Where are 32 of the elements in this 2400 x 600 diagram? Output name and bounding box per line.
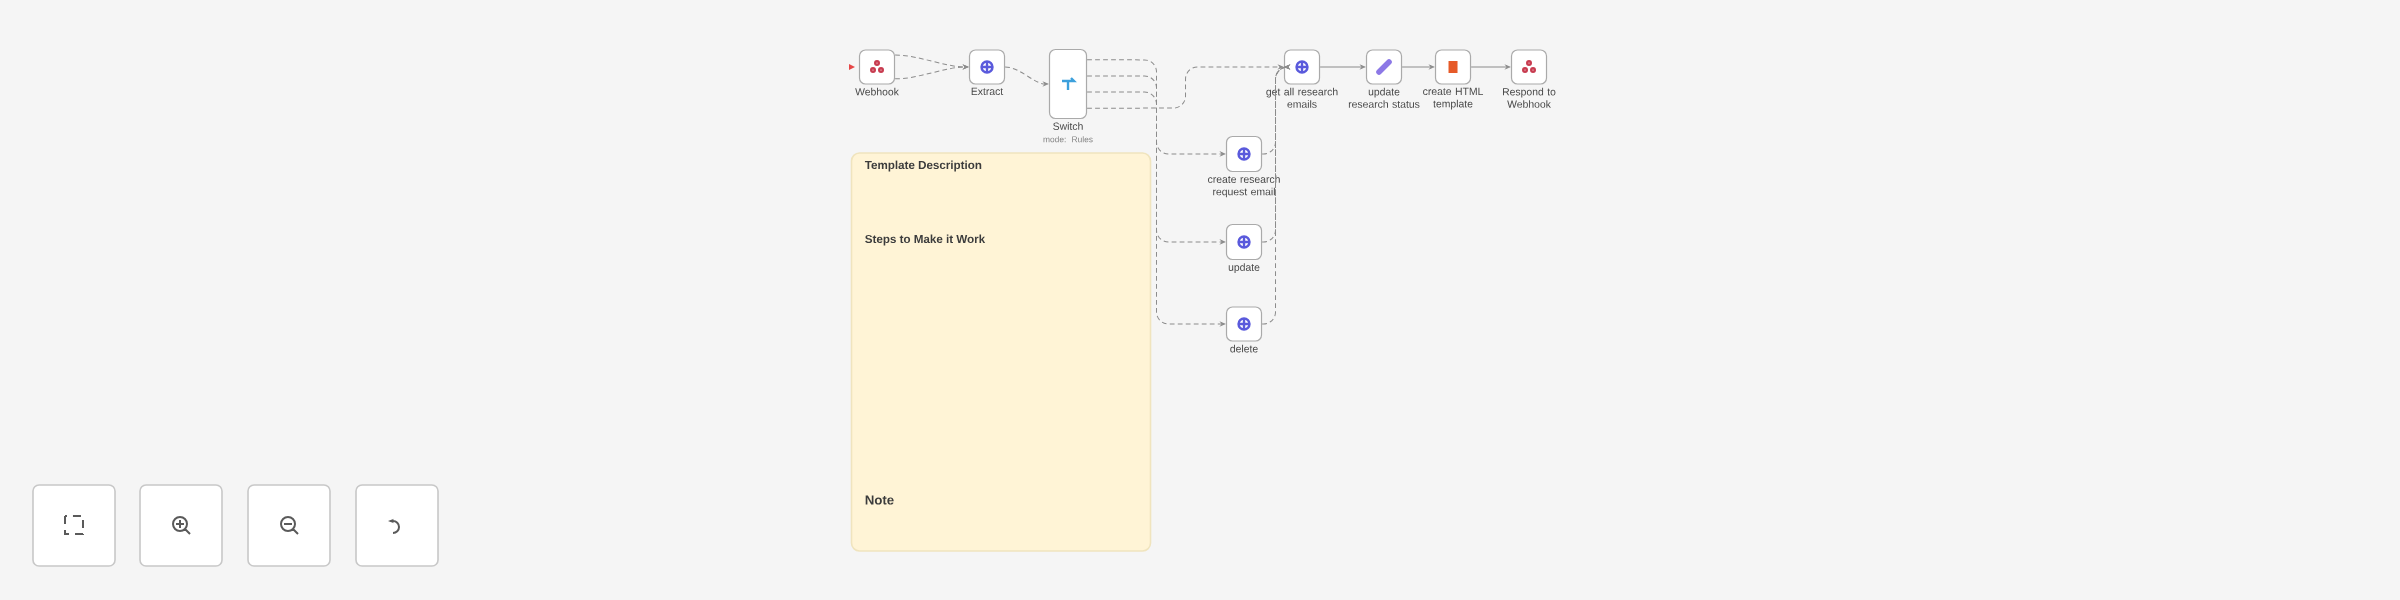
- workflow-node: delete: [1225, 306, 1263, 353]
- connector-arrow: [1086, 75, 1226, 245]
- workflow-node: Webhook: [855, 49, 899, 96]
- workflow-node: create research request email: [1208, 135, 1280, 198]
- node-label: delete: [1230, 344, 1258, 353]
- node-label: Extract: [971, 87, 1004, 96]
- connector-arrow: [1004, 66, 1049, 87]
- workflow-node: create HTML template: [1423, 49, 1483, 110]
- node-label: update research status: [1348, 87, 1420, 108]
- node-label: create research request email: [1208, 175, 1280, 198]
- node-label: Webhook: [855, 87, 899, 96]
- connector-arrow: [1470, 64, 1511, 70]
- sticky-note: Template Description Steps to Make it Work Note: [850, 152, 1152, 552]
- workflow-node: Extract: [968, 49, 1006, 96]
- connector-arrow: [1401, 64, 1435, 70]
- connector-arrow: [1086, 64, 1284, 109]
- workflow-node: update: [1225, 223, 1263, 273]
- connector-arrow: [1261, 64, 1290, 325]
- connector-arrow: [894, 64, 969, 80]
- workflow-node: Switch mode: Rules: [1043, 48, 1093, 143]
- workflow-node: Respond to Webhook: [1503, 49, 1556, 108]
- node-label: update: [1228, 263, 1260, 273]
- node-label: mode: Rules: [1043, 136, 1093, 143]
- workflow-node: get all research emails: [1266, 49, 1338, 108]
- connector-arrow: [1319, 64, 1366, 70]
- connector-arrow: [1086, 91, 1226, 327]
- connector-arrow: [1086, 59, 1226, 157]
- workflow-node: update research status: [1348, 49, 1420, 108]
- node-label: get all research emails: [1266, 87, 1338, 108]
- node-label: create HTML template: [1423, 87, 1484, 110]
- node-label: Switch: [1053, 122, 1083, 130]
- node-label: Respond to Webhook: [1503, 87, 1556, 108]
